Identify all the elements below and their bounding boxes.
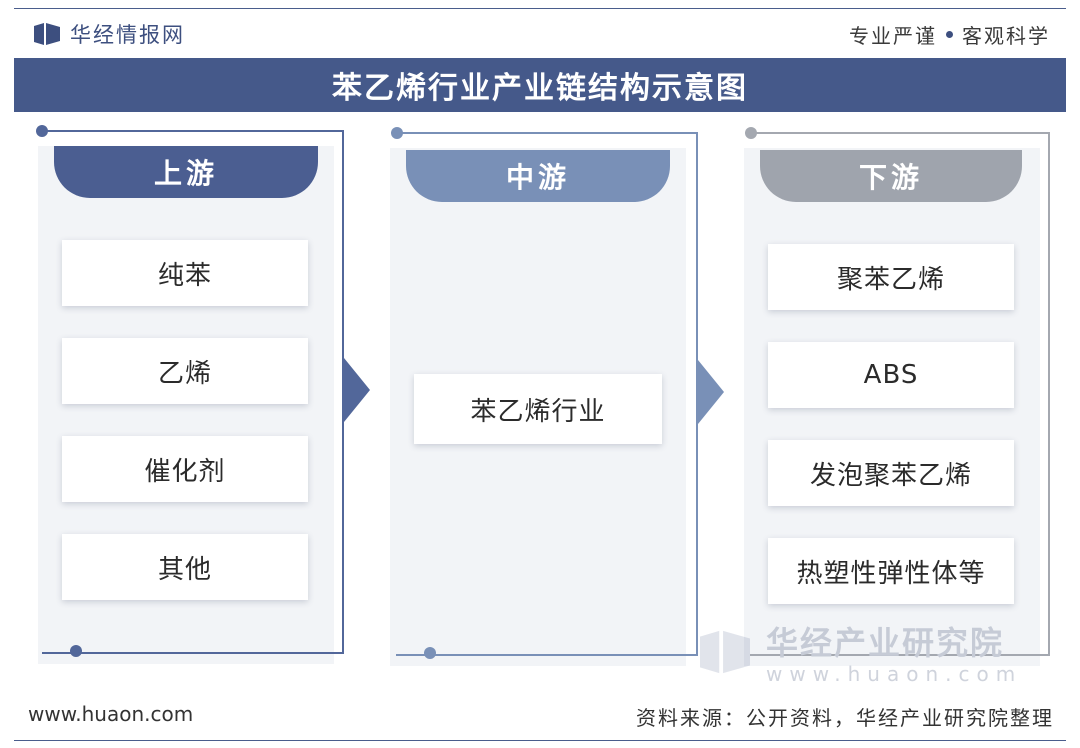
downstream-start-dot-icon — [745, 127, 757, 139]
upstream-item-3: 催化剂 — [62, 436, 308, 502]
slogan-right: 客观科学 — [962, 23, 1050, 48]
upstream-item-1: 纯苯 — [62, 240, 308, 306]
downstream-connector-line — [750, 132, 1050, 656]
flow-arrow-2-icon — [698, 360, 724, 424]
footer-url-link[interactable]: www.huaon.com — [28, 702, 194, 726]
upstream-item-2: 乙烯 — [62, 338, 308, 404]
downstream-item-2: ABS — [768, 342, 1014, 408]
title-bar: 苯乙烯行业产业链结构示意图 — [14, 58, 1066, 112]
downstream-item-3: 发泡聚苯乙烯 — [768, 440, 1014, 506]
midstream-start-dot-icon — [391, 127, 403, 139]
brand-logo-icon — [34, 23, 60, 45]
slogan: 专业严谨 客观科学 — [849, 18, 1050, 50]
midstream-connector-line — [396, 132, 698, 656]
midstream-header: 中游 — [406, 150, 670, 202]
footer-source: 资料来源：公开资料，华经产业研究院整理 — [636, 706, 1054, 730]
brand-name: 华经情报网 — [70, 23, 185, 47]
slogan-dot-icon — [946, 30, 953, 38]
flow-arrow-1-icon — [344, 358, 370, 422]
watermark-url: www.huaon.com — [766, 662, 1023, 686]
top-frame-line — [14, 8, 1066, 9]
downstream-item-1: 聚苯乙烯 — [768, 244, 1014, 310]
upstream-connector-line — [42, 130, 344, 654]
diagram-title: 苯乙烯行业产业链结构示意图 — [332, 71, 748, 106]
upstream-item-4: 其他 — [62, 534, 308, 600]
upstream-end-dot-icon — [70, 645, 82, 657]
midstream-item-1: 苯乙烯行业 — [414, 374, 662, 444]
downstream-item-4: 热塑性弹性体等 — [768, 538, 1014, 604]
brand[interactable]: 华经情报网 — [34, 18, 185, 50]
upstream-header: 上游 — [54, 146, 318, 198]
watermark: 华经产业研究院 www.huaon.com — [700, 618, 1040, 690]
upstream-start-dot-icon — [36, 125, 48, 137]
downstream-header: 下游 — [760, 150, 1022, 202]
watermark-name: 华经产业研究院 — [766, 624, 1005, 662]
midstream-end-dot-icon — [424, 647, 436, 659]
watermark-logo-icon — [700, 630, 750, 674]
bottom-frame-line — [14, 740, 1066, 741]
slogan-left: 专业严谨 — [849, 23, 937, 48]
